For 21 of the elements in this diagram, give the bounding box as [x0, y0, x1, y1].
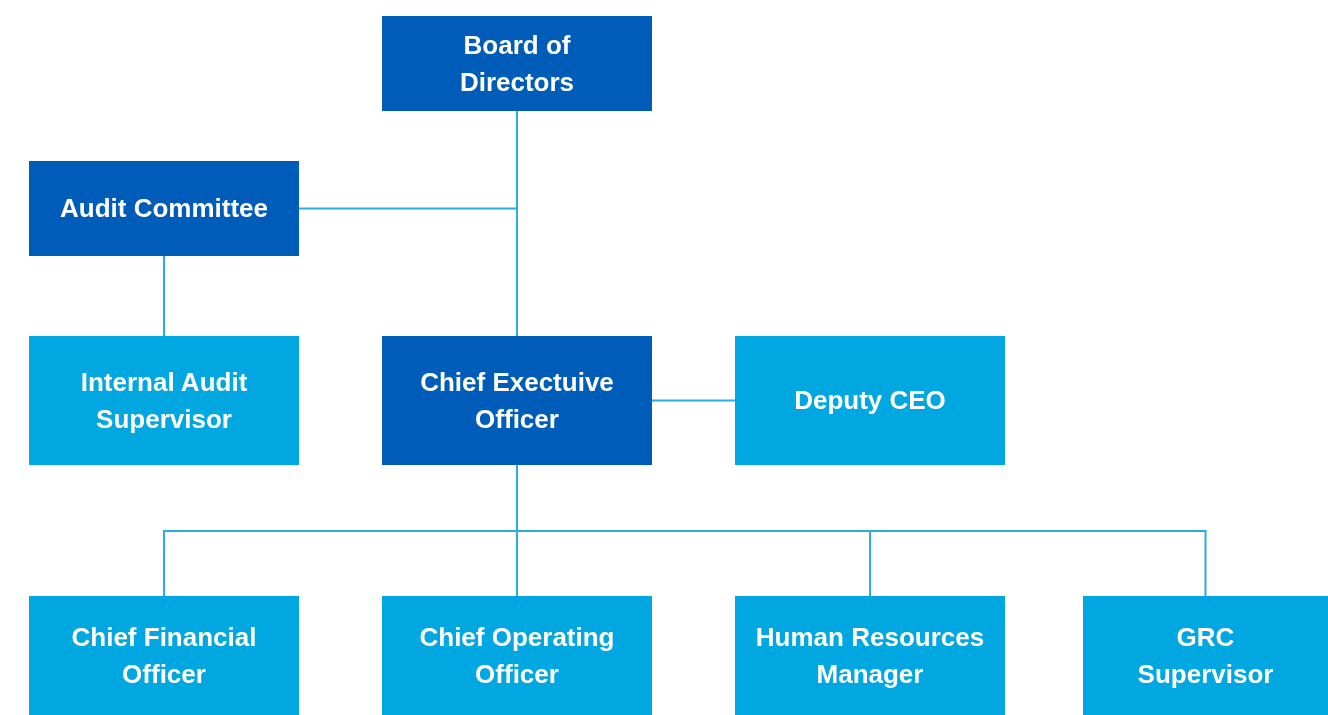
role-title: Board of Directors	[458, 28, 576, 99]
org-box	[29, 596, 299, 715]
connector-line	[163, 255, 165, 337]
role-title: Chief Exectuive Officer	[419, 365, 615, 436]
org-box	[382, 16, 652, 111]
org-box	[735, 336, 1005, 465]
role-title: Chief Operating Officer	[418, 620, 616, 691]
org-box	[382, 596, 652, 715]
org-box	[382, 336, 652, 465]
role-title: Internal Audit Supervisor	[79, 365, 249, 436]
connector-line	[651, 399, 736, 402]
org-box	[29, 336, 299, 465]
org-box	[29, 161, 299, 256]
role-title: Chief Financial Officer	[70, 620, 258, 691]
role-title: Deputy CEO	[794, 384, 946, 417]
org-box	[735, 596, 1005, 715]
role-title: Audit Committee	[60, 192, 268, 225]
connector-line	[298, 110, 518, 210]
role-title: GRC Supervisor	[1136, 620, 1275, 691]
role-title: Human Resources Manager	[754, 620, 986, 691]
org-box	[1083, 596, 1328, 715]
